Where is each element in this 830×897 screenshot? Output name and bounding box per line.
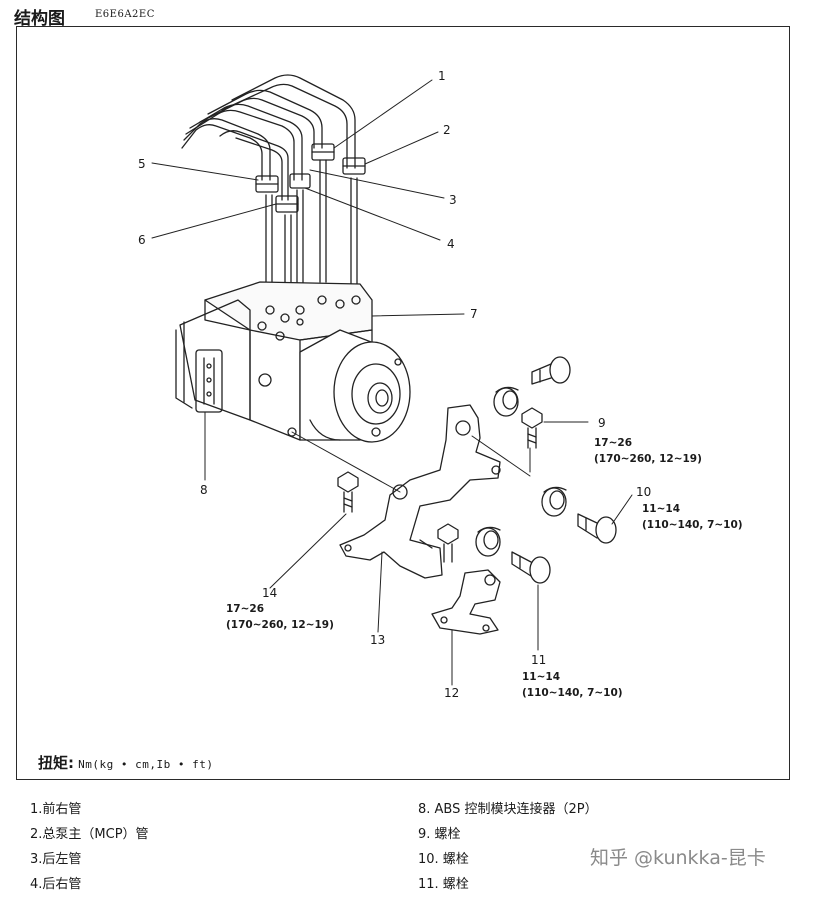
callout-4: 4 — [447, 237, 455, 251]
legend-item: 3.后左管 — [30, 852, 82, 867]
legend-item: 11. 螺栓 — [418, 877, 469, 892]
torque-10-line2: (110~140, 7~10) — [642, 519, 743, 531]
legend-item: 10. 螺栓 — [418, 852, 469, 867]
grommets — [475, 386, 567, 557]
torque-unit-note: 扭矩: Nm(kg • cm,Ib • ft) — [38, 752, 213, 773]
callout-7: 7 — [470, 307, 478, 321]
flare-nuts — [255, 143, 366, 213]
pump-motor — [299, 329, 411, 443]
bolts — [337, 356, 617, 584]
bracket — [339, 404, 501, 579]
torque-11-line2: (110~140, 7~10) — [522, 687, 623, 699]
callout-11: 11 — [531, 653, 546, 667]
callout-9: 9 — [598, 416, 606, 430]
support-bracket — [431, 569, 501, 635]
torque-10-line1: 11~14 — [642, 503, 680, 515]
diagram-frame — [16, 26, 790, 780]
legend-item: 4.后右管 — [30, 877, 82, 892]
legend-left: 1.前右管 2.总泵主（MCP）管 3.后左管 4.后右管 — [30, 797, 149, 897]
torque-11-line1: 11~14 — [522, 671, 560, 683]
diagram-title: 结构图 — [14, 9, 65, 29]
callout-12: 12 — [444, 686, 459, 700]
diagram-code: E6E6A2EC — [95, 9, 155, 20]
legend-item: 1.前右管 — [30, 802, 82, 817]
torque-9-line1: 17~26 — [594, 437, 632, 449]
callout-6: 6 — [138, 233, 146, 247]
callout-14: 14 — [262, 586, 277, 600]
callout-13: 13 — [370, 633, 385, 647]
torque-note-unit: Nm(kg • cm,Ib • ft) — [78, 758, 214, 771]
legend-right: 8. ABS 控制模块连接器（2P） 9. 螺栓 10. 螺栓 11. 螺栓 — [418, 797, 598, 897]
legend-item: 8. ABS 控制模块连接器（2P） — [418, 802, 598, 817]
legend-item: 9. 螺栓 — [418, 827, 461, 842]
leader-lines — [151, 79, 633, 686]
callout-2: 2 — [443, 123, 451, 137]
callout-3: 3 — [449, 193, 457, 207]
torque-14-line1: 17~26 — [226, 603, 264, 615]
torque-9-line2: (170~260, 12~19) — [594, 453, 702, 465]
callout-10: 10 — [636, 485, 651, 499]
torque-note-label: 扭矩: — [38, 754, 74, 772]
callout-5: 5 — [138, 157, 146, 171]
brake-pipes — [181, 74, 358, 301]
legend-item: 2.总泵主（MCP）管 — [30, 827, 149, 842]
hydraulic-unit — [175, 281, 373, 441]
callout-8: 8 — [200, 483, 208, 497]
watermark: 知乎 @kunkka-昆卡 — [590, 847, 766, 869]
torque-14-line2: (170~260, 12~19) — [226, 619, 334, 631]
callout-1: 1 — [438, 69, 446, 83]
